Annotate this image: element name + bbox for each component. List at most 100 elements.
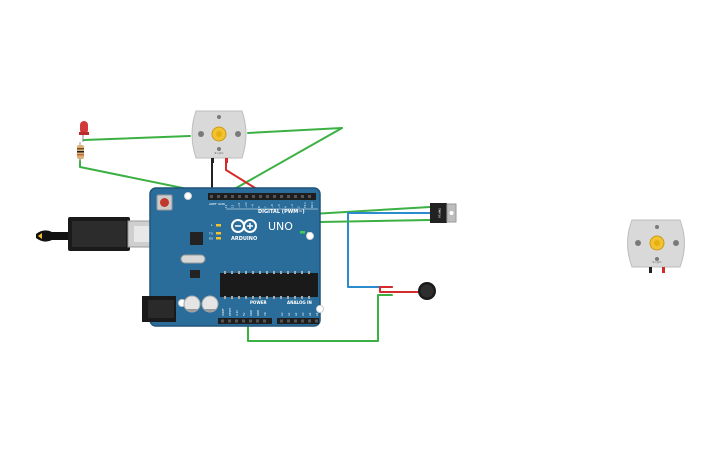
digital-pin-label: 8 [257, 206, 261, 208]
dc-motor-right[interactable]: 9 rpm [627, 219, 685, 273]
vibration-motor[interactable] [418, 282, 436, 300]
motor-shaft-center [654, 240, 660, 246]
resistor-band [77, 148, 84, 150]
mounting-hole [316, 305, 324, 313]
temperature-sensor-icon [430, 203, 447, 223]
analog-pin-label: A0 [280, 312, 284, 316]
crystal [180, 254, 206, 264]
motor-screw-top [217, 115, 221, 119]
brand-label: ARDUINO [231, 236, 257, 242]
motor-terminal-black [649, 267, 652, 273]
dc-motor-top[interactable]: 9 rpm [191, 110, 247, 163]
resistor[interactable] [77, 142, 84, 162]
digital-pin-label: ~3 [290, 204, 294, 208]
motor-terminal-red [662, 267, 665, 273]
wire-vibe-red[interactable] [379, 286, 421, 293]
usb-cable-icon [36, 230, 68, 242]
regulator [190, 270, 200, 278]
digital-pin-label: 7 [264, 206, 268, 208]
digital-pin-label: ~6 [270, 204, 274, 208]
led-icon [80, 121, 88, 134]
analog-header[interactable] [277, 318, 319, 324]
digital-pin-label: RX 0 [310, 202, 314, 208]
aref-label: AREF [209, 202, 217, 206]
motor-terminal-black [211, 158, 214, 163]
power-label: POWER [250, 300, 267, 305]
digital-label: DIGITAL (PWM~) [258, 209, 305, 215]
tx-label: TX [208, 232, 213, 236]
motor-shaft-center [216, 131, 222, 137]
motor-screw-bottom [217, 147, 221, 151]
wire-vibe-green[interactable] [247, 294, 393, 342]
power-pin-label: Vin [263, 312, 267, 316]
analog-pin-label: A4 [308, 312, 312, 316]
led[interactable] [79, 121, 89, 142]
analog-header-pins [280, 319, 318, 323]
usb-plug-ribs [72, 221, 126, 247]
arduino-board[interactable]: AREF GND DIGITAL (PWM~) ARDUINO UNO L TX… [142, 187, 324, 327]
rx-label: RX [209, 237, 213, 241]
mounting-hole [306, 232, 314, 240]
power-pin-label: GND [249, 310, 253, 316]
resistor-band [77, 154, 84, 156]
motor-terminal-red [225, 158, 228, 163]
digital-pin-label: 12 [231, 204, 235, 208]
motor-screw-left [635, 240, 641, 246]
motor-screw-left [198, 131, 204, 137]
digital-pin-label: ~9 [250, 204, 254, 208]
digital-pin-label: ~10 [244, 202, 248, 208]
tx-led [216, 232, 221, 235]
on-label: ON [307, 231, 312, 235]
power-pin-label: 5V [242, 312, 246, 316]
digital-header-pins [210, 195, 311, 198]
temperature-sensor[interactable]: TMP36 [430, 203, 457, 223]
model-label: UNO [268, 220, 293, 233]
wire-sensor-green-top[interactable] [311, 206, 431, 215]
power-pin-label: RESET [228, 307, 232, 316]
power-pin-label: GND [256, 310, 260, 316]
sensor-label: TMP36 [438, 207, 442, 218]
wire-led-to-motor[interactable] [83, 135, 191, 141]
sensor-tab-hole [449, 211, 454, 215]
atmega-chip [220, 273, 318, 297]
reset-button-cap [160, 198, 169, 207]
usb-chip [190, 232, 203, 245]
analog-pin-label: A5 [315, 312, 319, 316]
on-led [300, 231, 305, 234]
resistor-band [77, 151, 84, 153]
motor-screw-right [235, 131, 241, 137]
atmega-chip-pins [224, 271, 310, 299]
motor-label: 9 rpm [215, 151, 224, 155]
power-pin-label: 3.3V [235, 310, 239, 316]
digital-pin-label: 2 [297, 206, 301, 208]
motor-screw-top [655, 225, 659, 229]
capacitor-mark [204, 309, 216, 312]
digital-pin-label: ~11 [237, 202, 241, 208]
vibration-motor-highlight [420, 284, 434, 298]
wire-sensor-blue[interactable] [347, 212, 431, 288]
arduino-logo [231, 219, 257, 233]
mounting-hole [184, 192, 192, 200]
capacitor [183, 295, 201, 313]
analog-pin-label: A3 [301, 312, 305, 316]
rx-led [216, 237, 221, 240]
capacitor [201, 295, 219, 313]
capacitor-mark [186, 309, 198, 312]
gnd-label: GND [218, 202, 226, 206]
usb-cable-tip [38, 233, 42, 239]
wire-sensor-green-bottom[interactable] [311, 213, 431, 223]
l-led [216, 224, 221, 227]
analog-pin-label: A1 [287, 312, 291, 316]
analog-label: ANALOG IN [287, 300, 312, 305]
digital-pin-label: 13 [224, 204, 228, 208]
power-jack-inner [148, 300, 174, 318]
motor-screw-right [673, 240, 679, 246]
analog-pin-label: A2 [294, 312, 298, 316]
wire-resistor-to-board[interactable] [79, 159, 223, 197]
digital-pin-label: ~5 [277, 204, 281, 208]
led-base [79, 132, 89, 135]
wire-motor-to-junction[interactable] [247, 127, 343, 134]
wire-junction-to-board[interactable] [221, 127, 343, 197]
motor-label: 9 rpm [653, 260, 662, 264]
